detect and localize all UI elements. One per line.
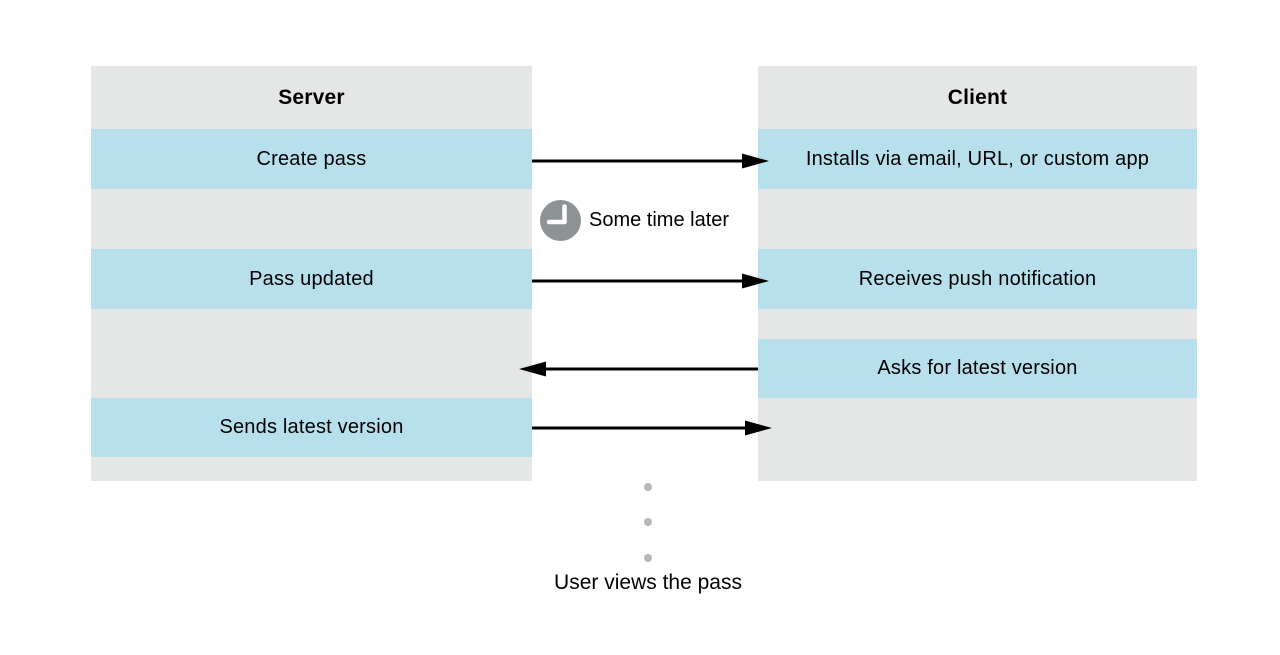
- server-column: Server Create pass Pass updated Sends la…: [91, 66, 532, 481]
- arrow-create-pass-right: [532, 153, 769, 169]
- user-views-pass-label: User views the pass: [554, 571, 742, 594]
- client-row-spacer-2: [758, 309, 1197, 339]
- vertical-ellipsis-dots: [644, 483, 652, 562]
- server-row-create-pass: Create pass: [91, 129, 532, 189]
- client-column: Client Installs via email, URL, or custo…: [758, 66, 1197, 481]
- some-time-later-label: Some time later: [589, 209, 730, 231]
- client-row-spacer-1: [758, 189, 1197, 249]
- client-row-asks-for-latest-version: Asks for latest version: [758, 339, 1197, 398]
- ellipsis-dot: [644, 554, 652, 562]
- clock-icon: [540, 200, 581, 241]
- arrow-pass-updated-right: [532, 273, 769, 289]
- arrow-sends-latest-right: [532, 420, 772, 436]
- ellipsis-dot: [644, 483, 652, 491]
- server-row-spacer-1: [91, 189, 532, 249]
- client-column-title: Client: [758, 66, 1197, 129]
- server-column-title: Server: [91, 66, 532, 129]
- server-row-spacer-2: [91, 309, 532, 398]
- server-row-sends-latest-version: Sends latest version: [91, 398, 532, 457]
- client-row-receives-push-notification: Receives push notification: [758, 249, 1197, 309]
- arrow-asks-latest-left: [519, 361, 758, 377]
- ellipsis-dot: [644, 518, 652, 526]
- client-row-spacer-3: [758, 398, 1197, 481]
- client-row-installs: Installs via email, URL, or custom app: [758, 129, 1197, 189]
- server-row-spacer-3: [91, 457, 532, 481]
- server-row-pass-updated: Pass updated: [91, 249, 532, 309]
